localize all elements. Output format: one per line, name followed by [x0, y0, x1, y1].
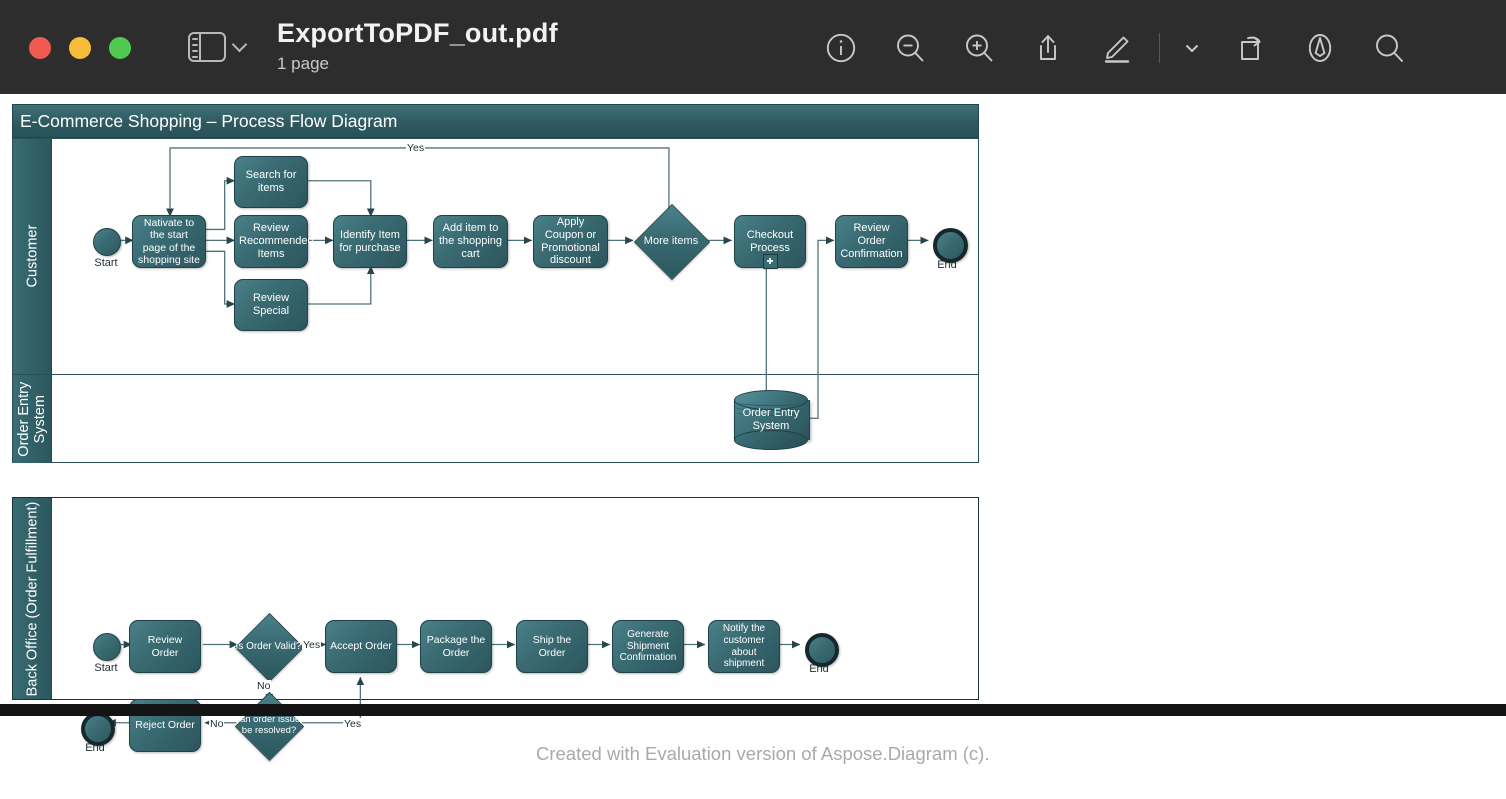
- title-bar: ExportToPDF_out.pdf 1 page: [0, 0, 1506, 94]
- pdf-viewer-window: ExportToPDF_out.pdf 1 page: [0, 0, 1506, 716]
- edge-label-valid-no: No: [256, 680, 272, 692]
- markup-chevron-icon[interactable]: [1168, 26, 1216, 70]
- node-review-order[interactable]: Review Order: [129, 620, 201, 673]
- pdf-page: E-Commerce Shopping – Process Flow Diagr…: [0, 94, 1506, 799]
- node-navigate[interactable]: Nativate to the start page of the shoppi…: [132, 215, 206, 268]
- search-icon[interactable]: [1354, 26, 1423, 70]
- node-ship-order[interactable]: Ship the Order: [516, 620, 588, 673]
- sidebar-icon[interactable]: [186, 28, 228, 64]
- lane-label-back-office: Back Office (Order Fulfillment): [24, 501, 41, 696]
- edge-label-resolved-no: No: [209, 718, 225, 730]
- subprocess-plus-icon: [763, 254, 778, 269]
- document-title: ExportToPDF_out.pdf: [277, 18, 558, 48]
- node-apply-coupon[interactable]: Apply Coupon or Promotional discount: [533, 215, 608, 268]
- start-label-back-office: Start: [94, 662, 118, 674]
- swimlane-block-top: Customer Order Entry System: [12, 138, 979, 463]
- end-label-back-office-bottom: End: [85, 742, 105, 754]
- toolbar-divider: [1159, 33, 1160, 63]
- diagram-title: E-Commerce Shopping – Process Flow Diagr…: [12, 104, 979, 138]
- end-event-back-office-bottom: [81, 712, 115, 746]
- connector-layer-top: [117, 147, 929, 419]
- lane-header-back-office: Back Office (Order Fulfillment): [13, 498, 52, 699]
- toolbar: [806, 26, 1423, 70]
- node-search-items[interactable]: Search for items: [234, 156, 308, 208]
- node-generate-shipment-confirmation[interactable]: Generate Shipment Confirmation: [612, 620, 684, 673]
- evaluation-watermark: Created with Evaluation version of Aspos…: [536, 743, 990, 764]
- edge-label-more-items-yes: Yes: [406, 142, 426, 154]
- node-package-order[interactable]: Package the Order: [420, 620, 492, 673]
- start-event-back-office: [93, 633, 121, 661]
- node-notify-customer[interactable]: Notify the customer about shipment: [708, 620, 780, 673]
- lane-label-customer: Customer: [23, 225, 40, 288]
- database-order-entry-system[interactable]: Order Entry System: [734, 390, 810, 450]
- decision-is-order-valid-label: Is Order Valid?: [235, 641, 302, 653]
- edge-label-valid-yes: Yes: [302, 639, 322, 651]
- annotate-icon[interactable]: [1285, 26, 1354, 70]
- window-bottom-strip: [0, 704, 1506, 716]
- share-icon[interactable]: [1013, 26, 1082, 70]
- node-review-order-confirmation[interactable]: Review Order Confirmation: [835, 215, 908, 268]
- close-button[interactable]: [29, 37, 51, 59]
- end-label-customer: End: [937, 259, 957, 271]
- zoom-button[interactable]: [109, 37, 131, 59]
- end-event-customer: [933, 228, 968, 263]
- swimlane-block-bottom: Back Office (Order Fulfillment): [12, 497, 989, 764]
- lane-header-order-entry: Order Entry System: [13, 375, 52, 463]
- rotate-icon[interactable]: [1216, 26, 1285, 70]
- edge-label-resolved-yes: Yes: [343, 718, 363, 730]
- node-add-to-cart[interactable]: Add item to the shopping cart: [433, 215, 508, 268]
- zoom-out-icon[interactable]: [875, 26, 944, 70]
- node-review-recommended[interactable]: Review Recommended Items: [234, 215, 314, 268]
- decision-more-items-label: More items: [643, 234, 699, 247]
- end-label-back-office-top: End: [809, 663, 829, 675]
- info-icon[interactable]: [806, 26, 875, 70]
- lane-header-customer: Customer: [13, 139, 52, 374]
- start-event-customer: [93, 228, 121, 256]
- window-controls: [29, 37, 131, 59]
- node-review-special[interactable]: Review Special: [234, 279, 308, 331]
- end-event-back-office-top: [805, 633, 839, 667]
- minimize-button[interactable]: [69, 37, 91, 59]
- zoom-in-icon[interactable]: [944, 26, 1013, 70]
- database-label: Order Entry System: [742, 407, 800, 432]
- markup-icon[interactable]: [1082, 26, 1151, 70]
- node-accept-order[interactable]: Accept Order: [325, 620, 397, 673]
- page-bottom-edge: [0, 794, 1506, 799]
- node-identify-item[interactable]: Identify Item for purchase: [333, 215, 407, 268]
- start-label-customer: Start: [94, 257, 118, 269]
- lane-label-order-entry: Order Entry System: [15, 381, 48, 457]
- page-count-label: 1 page: [277, 54, 329, 73]
- chevron-down-icon[interactable]: [232, 36, 250, 54]
